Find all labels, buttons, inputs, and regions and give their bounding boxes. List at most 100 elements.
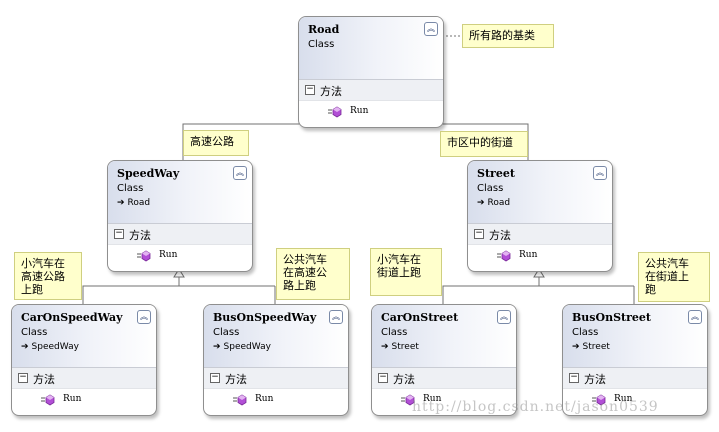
method-name: Run <box>519 250 538 260</box>
road-note: 所有路的基类 <box>462 24 554 48</box>
base-class-name: SpeedWay <box>223 342 271 352</box>
car-street-note: 小汽车在 街道上跑 <box>370 248 442 296</box>
collapse-minus-icon[interactable]: − <box>114 228 124 239</box>
class-stereotype: Class <box>21 327 48 338</box>
methods-section-header[interactable]: − 方法 <box>372 367 516 389</box>
methods-section-header[interactable]: − 方法 <box>563 367 707 389</box>
methods-section-label: 方法 <box>584 373 606 386</box>
method-cube-icon <box>401 394 415 406</box>
method-row[interactable]: Run <box>108 245 252 267</box>
class-base: ➔Street <box>381 342 419 352</box>
class-box-busOnSpeedWay[interactable]: BusOnSpeedWay Class ➔SpeedWay ︽ − 方法 Run <box>203 304 349 416</box>
base-class-name: Road <box>487 198 511 208</box>
speedway-note: 高速公路 <box>183 130 249 156</box>
class-name: Road <box>308 23 340 36</box>
class-base: ➔Road <box>117 198 150 208</box>
base-class-name: SpeedWay <box>31 342 79 352</box>
inherit-arrow-icon: ➔ <box>213 342 221 352</box>
connector-caronspeedway-speedway <box>82 285 275 304</box>
methods-section-label: 方法 <box>320 85 342 98</box>
method-cube-icon <box>41 394 55 406</box>
collapse-minus-icon[interactable]: − <box>474 228 484 239</box>
collapse-minus-icon[interactable]: − <box>569 372 579 383</box>
collapse-chevron-icon[interactable]: ︽ <box>137 310 151 324</box>
inherit-arrow-icon: ➔ <box>381 342 389 352</box>
method-name: Run <box>350 106 369 116</box>
method-cube-icon <box>137 250 151 262</box>
collapse-chevron-icon[interactable]: ︽ <box>688 310 702 324</box>
collapse-chevron-icon[interactable]: ︽ <box>497 310 511 324</box>
class-box-street[interactable]: Street Class ➔Road ︽ − 方法 Run <box>467 160 613 272</box>
class-header: Road Class ︽ <box>299 17 443 79</box>
methods-section-header[interactable]: − 方法 <box>299 79 443 101</box>
method-row[interactable]: Run <box>563 389 707 411</box>
bus-street-note: 公共汽车 在街道上 跑 <box>638 252 710 302</box>
bus-speedway-note: 公共汽车 在高速公 路上跑 <box>276 248 350 300</box>
inherit-arrow-icon: ➔ <box>21 342 29 352</box>
connector-caronstreet-street <box>442 285 634 304</box>
class-base: ➔Street <box>572 342 610 352</box>
class-base: ➔Road <box>477 198 510 208</box>
methods-section-label: 方法 <box>225 373 247 386</box>
class-name: BusOnStreet <box>572 311 651 324</box>
method-row[interactable]: Run <box>372 389 516 411</box>
street-note: 市区中的街道 <box>440 131 528 157</box>
method-row[interactable]: Run <box>12 389 156 411</box>
collapse-chevron-icon[interactable]: ︽ <box>424 22 438 36</box>
watermark: http://blog.csdn.net/jason0539 <box>412 399 659 415</box>
method-name: Run <box>159 250 178 260</box>
method-name: Run <box>255 394 274 404</box>
methods-section-header[interactable]: − 方法 <box>12 367 156 389</box>
method-cube-icon <box>497 250 511 262</box>
class-name: CarOnSpeedWay <box>21 311 123 324</box>
method-name: Run <box>614 394 633 404</box>
class-box-speedway[interactable]: SpeedWay Class ➔Road ︽ − 方法 Run <box>107 160 253 272</box>
collapse-chevron-icon[interactable]: ︽ <box>329 310 343 324</box>
methods-section-header[interactable]: − 方法 <box>204 367 348 389</box>
method-name: Run <box>423 394 442 404</box>
methods-section-header[interactable]: − 方法 <box>468 223 612 245</box>
class-header: CarOnSpeedWay Class ➔SpeedWay ︽ <box>12 305 156 367</box>
class-stereotype: Class <box>572 327 599 338</box>
method-row[interactable]: Run <box>468 245 612 267</box>
collapse-chevron-icon[interactable]: ︽ <box>593 166 607 180</box>
method-cube-icon <box>592 394 606 406</box>
collapse-chevron-icon[interactable]: ︽ <box>233 166 247 180</box>
class-box-carOnSpeedWay[interactable]: CarOnSpeedWay Class ➔SpeedWay ︽ − 方法 Run <box>11 304 157 416</box>
methods-section-label: 方法 <box>489 229 511 242</box>
class-stereotype: Class <box>477 183 504 194</box>
base-class-name: Road <box>127 198 151 208</box>
collapse-minus-icon[interactable]: − <box>18 372 28 383</box>
class-stereotype: Class <box>308 39 335 50</box>
inherit-arrow-icon: ➔ <box>572 342 580 352</box>
methods-section-header[interactable]: − 方法 <box>108 223 252 245</box>
class-base: ➔SpeedWay <box>21 342 79 352</box>
base-class-name: Street <box>582 342 610 352</box>
base-class-name: Street <box>391 342 419 352</box>
methods-section-label: 方法 <box>129 229 151 242</box>
class-header: BusOnSpeedWay Class ➔SpeedWay ︽ <box>204 305 348 367</box>
collapse-minus-icon[interactable]: − <box>378 372 388 383</box>
class-header: Street Class ➔Road ︽ <box>468 161 612 223</box>
class-stereotype: Class <box>381 327 408 338</box>
method-cube-icon <box>233 394 247 406</box>
class-base: ➔SpeedWay <box>213 342 271 352</box>
method-name: Run <box>63 394 82 404</box>
class-box-carOnStreet[interactable]: CarOnStreet Class ➔Street ︽ − 方法 Run <box>371 304 517 416</box>
class-name: CarOnStreet <box>381 311 459 324</box>
method-cube-icon <box>328 106 342 118</box>
collapse-minus-icon[interactable]: − <box>305 84 315 95</box>
method-row[interactable]: Run <box>299 101 443 123</box>
class-header: BusOnStreet Class ➔Street ︽ <box>563 305 707 367</box>
class-header: SpeedWay Class ➔Road ︽ <box>108 161 252 223</box>
class-stereotype: Class <box>213 327 240 338</box>
class-name: Street <box>477 167 515 180</box>
class-box-busOnStreet[interactable]: BusOnStreet Class ➔Street ︽ − 方法 Run <box>562 304 708 416</box>
methods-section-label: 方法 <box>33 373 55 386</box>
car-speedway-note: 小汽车在 高速公路 上跑 <box>14 252 82 300</box>
generalization-arrow-speedway <box>173 268 185 278</box>
method-row[interactable]: Run <box>204 389 348 411</box>
collapse-minus-icon[interactable]: − <box>210 372 220 383</box>
class-box-road[interactable]: Road Class ︽ − 方法 Run <box>298 16 444 128</box>
inherit-arrow-icon: ➔ <box>477 198 485 208</box>
